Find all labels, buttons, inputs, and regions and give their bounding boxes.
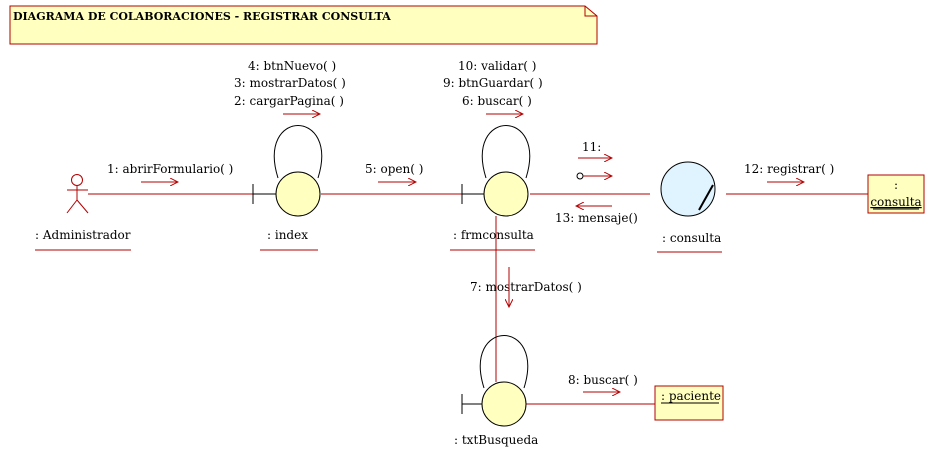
paciente-box-label: : paciente — [661, 389, 721, 403]
msg-5: 5: open( ) — [365, 162, 423, 176]
actor-head — [71, 174, 83, 186]
entity-consulta-tick — [698, 184, 714, 211]
title-note-fold — [584, 6, 597, 17]
title-note-shape — [9, 5, 598, 45]
boundary-frmconsulta: : frmconsulta — [450, 125, 535, 251]
msg-1: 1: abrirFormulario( ) — [107, 162, 233, 176]
msg-11: 11: — [582, 140, 601, 154]
txtbusqueda-label: : txtBusqueda — [454, 433, 538, 447]
self-loop-frmconsulta — [481, 125, 531, 179]
arrow-msg-11-b-origin — [576, 172, 584, 180]
object-box-consulta: : consulta — [867, 174, 925, 214]
diagram-title: DIAGRAMA DE COLABORACIONES - REGISTRAR C… — [13, 10, 391, 23]
index-label: : index — [267, 228, 308, 242]
title-note: DIAGRAMA DE COLABORACIONES - REGISTRAR C… — [9, 5, 598, 45]
boundary-index-circle — [275, 171, 321, 217]
boundary-txtbusqueda-circle — [481, 381, 527, 427]
frmconsulta-label: : frmconsulta — [453, 228, 534, 242]
entity-consulta-circle — [660, 161, 716, 217]
boundary-txtbusqueda: : txtBusqueda — [454, 335, 538, 447]
msg-9: 9: btnGuardar( ) — [443, 76, 543, 90]
consulta-box-rect — [867, 174, 925, 214]
msg-10: 10: validar( ) — [458, 59, 537, 73]
boundary-index: : index — [252, 125, 323, 251]
consulta-entity-label: : consulta — [662, 231, 721, 245]
self-loop-index — [273, 125, 323, 179]
links — [88, 193, 868, 405]
msg-12: 12: registrar( ) — [744, 162, 834, 176]
messages: 1: abrirFormulario( ) 4: btnNuevo( ) 3: … — [107, 59, 834, 387]
msg-2: 2: cargarPagina( ) — [234, 94, 344, 108]
entity-consulta: : consulta — [657, 161, 722, 253]
msg-8: 8: buscar( ) — [568, 373, 638, 387]
consulta-box-line1: : — [894, 178, 898, 192]
actor-label: : Administrador — [35, 228, 131, 242]
actor-leg-right — [76, 199, 89, 214]
actor-administrador: : Administrador — [35, 174, 131, 251]
msg-3: 3: mostrarDatos( ) — [234, 76, 346, 90]
consulta-box-line2: consulta — [870, 195, 921, 209]
msg-13: 13: mensaje() — [555, 211, 638, 225]
object-box-paciente: : paciente — [654, 385, 724, 421]
msg-4: 4: btnNuevo( ) — [248, 59, 336, 73]
msg-6: 6: buscar( ) — [462, 94, 532, 108]
message-arrows — [141, 114, 804, 392]
msg-7: 7: mostrarDatos( ) — [470, 280, 582, 294]
actor-leg-left — [66, 199, 78, 214]
boundary-frmconsulta-circle — [483, 171, 529, 217]
self-loop-txtbusqueda — [479, 335, 529, 389]
